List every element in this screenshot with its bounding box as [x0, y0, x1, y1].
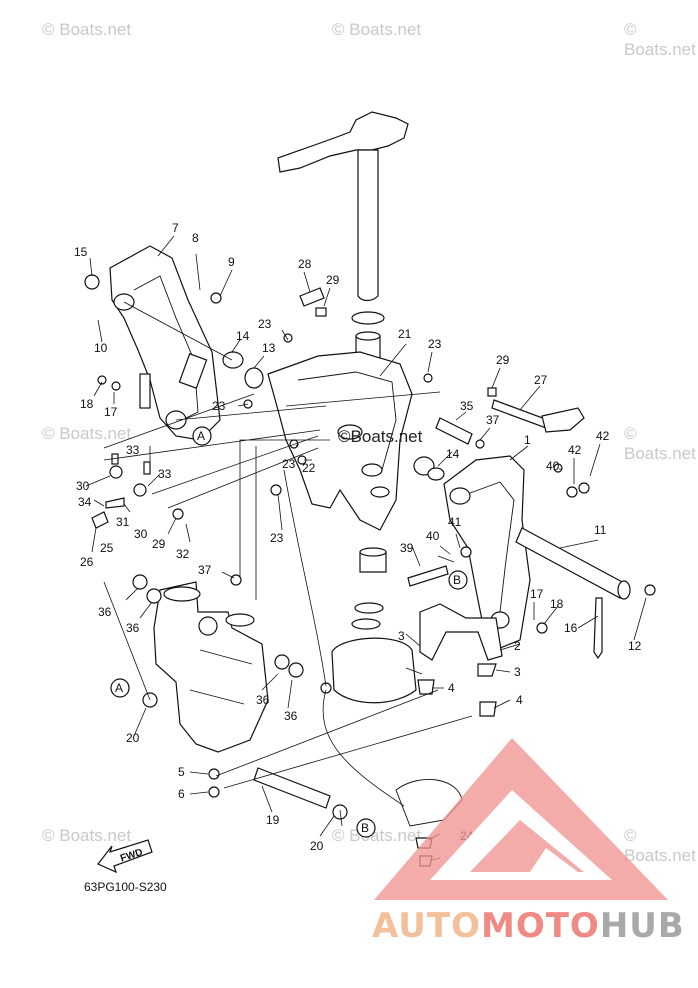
callout: 42 [568, 443, 582, 457]
bolt [407, 565, 449, 587]
callout: 30 [134, 527, 148, 541]
callout: 36 [126, 621, 140, 635]
callout: 35 [460, 399, 474, 413]
callout: 9 [228, 255, 235, 269]
callout: 37 [486, 413, 500, 427]
callout: 5 [178, 765, 185, 779]
callout: 42 [596, 429, 610, 443]
callout: 3 [514, 665, 521, 679]
callout: 40 [426, 529, 440, 543]
callout: 18 [550, 597, 564, 611]
brand-part: HUB [599, 906, 685, 946]
callout: 20 [310, 839, 324, 853]
through-bolt [491, 399, 585, 433]
callout: 1 [524, 433, 531, 447]
watermark: © Boats.net [42, 424, 132, 443]
upper-mount-bracket [419, 603, 503, 661]
callout: 34 [78, 495, 92, 509]
callout: 39 [400, 541, 414, 555]
callout: 25 [100, 541, 114, 555]
callout: 33 [126, 443, 140, 457]
callout: 29 [152, 537, 166, 551]
callout: 36 [284, 709, 298, 723]
callout: 15 [74, 245, 88, 259]
callout: 11 [594, 523, 607, 537]
callout: 23 [212, 399, 226, 413]
fwd-arrow: FWD [97, 839, 153, 874]
watermark: © Boats.net [624, 424, 696, 463]
callout: 36 [98, 605, 112, 619]
callout: 17 [104, 405, 118, 419]
callout: 26 [80, 555, 94, 569]
callout: 20 [126, 731, 140, 745]
leader-lines [85, 235, 647, 861]
callout: 16 [564, 621, 578, 635]
callout: 37 [198, 563, 212, 577]
callout: 13 [262, 341, 276, 355]
watermark: © Boats.net [624, 20, 696, 59]
reference-markers: A A B B [110, 426, 468, 838]
callout: 2 [514, 639, 521, 653]
swivel-bracket [267, 351, 413, 531]
callout: 29 [326, 273, 340, 287]
callout: 31 [116, 515, 130, 529]
callout: 12 [628, 639, 642, 653]
callout: 14 [446, 447, 460, 461]
callout: 36 [256, 693, 270, 707]
diagram-code: 63PG100-S230 [84, 880, 167, 894]
callout: 7 [172, 221, 179, 235]
watermark: © Boats.net [42, 826, 132, 845]
callout: 4 [516, 693, 523, 707]
watermark: © Boats.net [42, 20, 132, 39]
brand-wordmark: AUTOMOTOHUB [372, 906, 685, 946]
watermark: © Boats.net [624, 826, 696, 865]
callout: 32 [176, 547, 190, 561]
callout: 27 [534, 373, 548, 387]
callout: 18 [80, 397, 94, 411]
callout: 23 [282, 457, 296, 471]
callout: 21 [398, 327, 412, 341]
callout: 14 [236, 329, 250, 343]
callout: 19 [266, 813, 280, 827]
callout: 4 [448, 681, 455, 695]
ref-label: B [361, 821, 369, 835]
callout: 8 [192, 231, 199, 245]
callout: 40 [546, 459, 560, 473]
trim-tilt-unit [153, 581, 269, 753]
watermark: © Boats.net [332, 20, 422, 39]
reference-lines [103, 301, 473, 827]
automotohub-logo [374, 738, 668, 900]
watermark: © Boats.net [332, 826, 422, 845]
small-hardware [84, 274, 656, 867]
brand-part: MOTO [480, 906, 600, 946]
clamp-bracket-left [109, 245, 221, 441]
callout: 10 [94, 341, 108, 355]
callout: 28 [298, 257, 312, 271]
tilt-pin [253, 767, 331, 809]
tiller-handle [277, 111, 409, 302]
callout: 22 [302, 461, 316, 475]
brand-part: AUTO [372, 906, 481, 946]
tilt-shaft [515, 527, 631, 600]
ref-label: A [115, 681, 123, 695]
callout: 23 [270, 531, 284, 545]
steering-shaft-bushings [351, 311, 387, 630]
callout: 23 [428, 337, 442, 351]
callout: 30 [76, 479, 90, 493]
callout: 33 [158, 467, 172, 481]
callout: 29 [496, 353, 510, 367]
callout: 3 [398, 629, 405, 643]
callout: 41 [448, 515, 462, 529]
callout-numbers: 15 7 8 9 28 29 10 14 13 23 21 23 18 17 2… [74, 221, 642, 867]
ref-label: A [197, 429, 205, 443]
callout: 23 [258, 317, 272, 331]
callout: 17 [530, 587, 544, 601]
lower-mount-housing [331, 637, 463, 827]
watermark: ©Boats.net [338, 427, 423, 446]
ref-label: B [453, 573, 461, 587]
callout: 6 [178, 787, 185, 801]
